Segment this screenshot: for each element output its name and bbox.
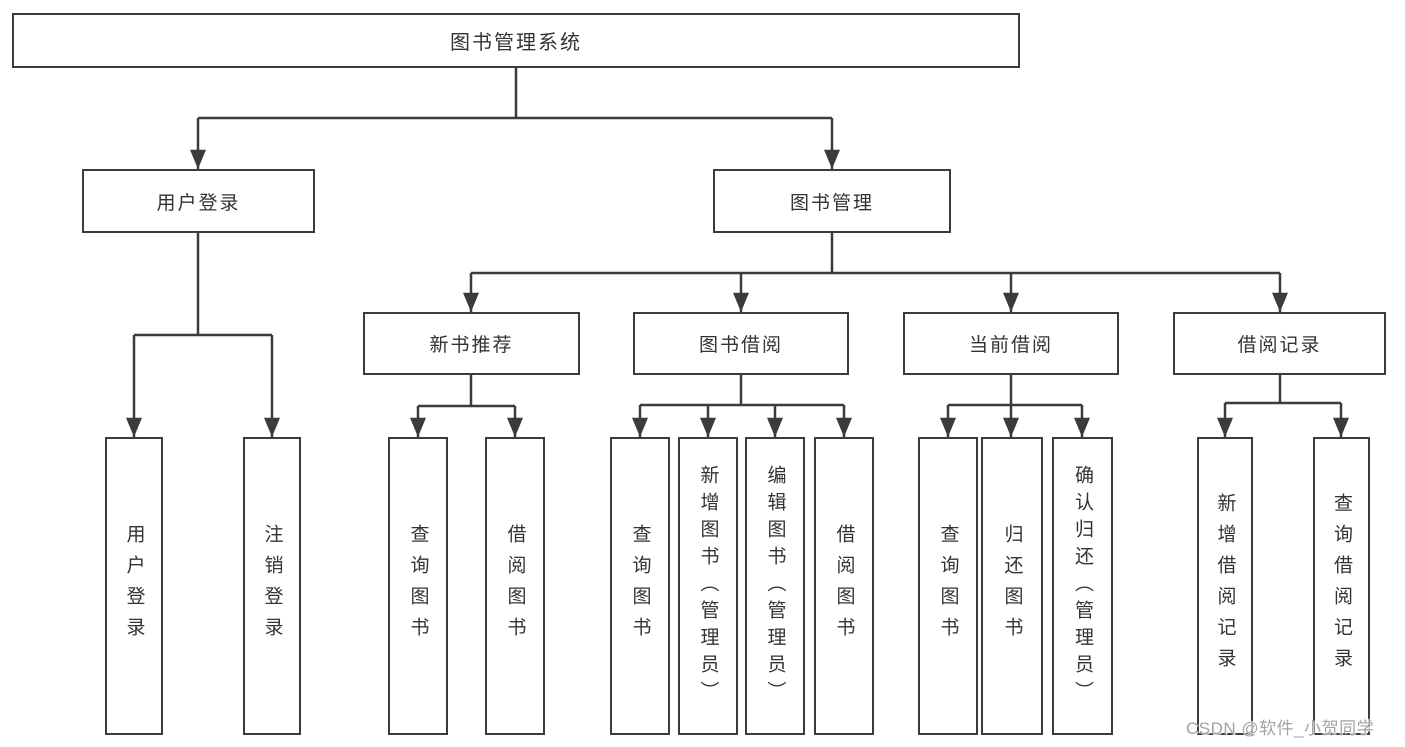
connector-user-login-to-leaves: [126, 233, 280, 437]
node-current-borrowing: 当前借阅: [903, 312, 1119, 375]
leaf-borrow-borrow-books-label: 借阅图书: [833, 524, 855, 648]
leaf-borrow-edit-books-admin-label: 编辑图书（管理员）: [764, 464, 786, 708]
connector-book-borrowing-to-leaves: [632, 375, 852, 437]
node-book-management: 图书管理: [713, 169, 951, 233]
connector-current-borrowing-to-leaves: [940, 375, 1090, 437]
node-borrowing-records-label: 借阅记录: [1237, 335, 1322, 356]
leaf-user-login-label: 用户登录: [123, 524, 145, 648]
leaf-borrow-add-books-admin: 新增图书（管理员）: [678, 437, 738, 735]
node-user-login: 用户登录: [82, 169, 315, 233]
leaf-current-confirm-return-admin: 确认归还（管理员）: [1052, 437, 1113, 735]
node-current-borrowing-label: 当前借阅: [968, 335, 1053, 356]
leaf-logout: 注销登录: [243, 437, 301, 735]
leaf-borrow-query-books-label: 查询图书: [629, 524, 651, 648]
leaf-borrow-query-books: 查询图书: [610, 437, 670, 735]
connector-borrowing-records-to-leaves: [1217, 375, 1349, 437]
leaf-recommend-query-books: 查询图书: [388, 437, 448, 735]
leaf-user-login: 用户登录: [105, 437, 163, 735]
leaf-borrow-edit-books-admin: 编辑图书（管理员）: [745, 437, 805, 735]
node-book-management-label: 图书管理: [789, 192, 874, 214]
node-book-borrowing-label: 图书借阅: [698, 335, 783, 356]
connector-root-to-level1: [190, 68, 840, 169]
leaf-recommend-query-books-label: 查询图书: [407, 524, 429, 648]
node-book-borrowing: 图书借阅: [633, 312, 849, 375]
leaf-records-add-record-label: 新增借阅记录: [1214, 493, 1236, 679]
connector-book-management-to-level2: [463, 233, 1288, 312]
leaf-current-confirm-return-admin-label: 确认归还（管理员）: [1072, 464, 1093, 708]
leaf-logout-label: 注销登录: [261, 524, 283, 648]
leaf-borrow-borrow-books: 借阅图书: [814, 437, 874, 735]
leaf-current-return-books: 归还图书: [981, 437, 1043, 735]
node-user-login-label: 用户登录: [156, 192, 241, 214]
node-root-label: 图书管理系统: [450, 32, 582, 54]
leaf-current-return-books-label: 归还图书: [1001, 524, 1023, 648]
node-root-library-system: 图书管理系统: [12, 13, 1020, 68]
leaf-recommend-borrow-books-label: 借阅图书: [504, 524, 526, 648]
node-new-book-recommend: 新书推荐: [363, 312, 580, 375]
connector-new-book-recommend-to-leaves: [410, 375, 523, 437]
leaf-borrow-add-books-admin-label: 新增图书（管理员）: [697, 464, 719, 708]
leaf-current-query-books-label: 查询图书: [937, 524, 959, 648]
node-new-book-recommend-label: 新书推荐: [429, 335, 514, 356]
leaf-current-query-books: 查询图书: [918, 437, 978, 735]
csdn-watermark: CSDN @软件_小贺同学: [1186, 719, 1375, 738]
node-borrowing-records: 借阅记录: [1173, 312, 1386, 375]
leaf-records-query-record: 查询借阅记录: [1313, 437, 1370, 735]
leaf-records-add-record: 新增借阅记录: [1197, 437, 1253, 735]
leaf-recommend-borrow-books: 借阅图书: [485, 437, 545, 735]
leaf-records-query-record-label: 查询借阅记录: [1331, 493, 1352, 679]
